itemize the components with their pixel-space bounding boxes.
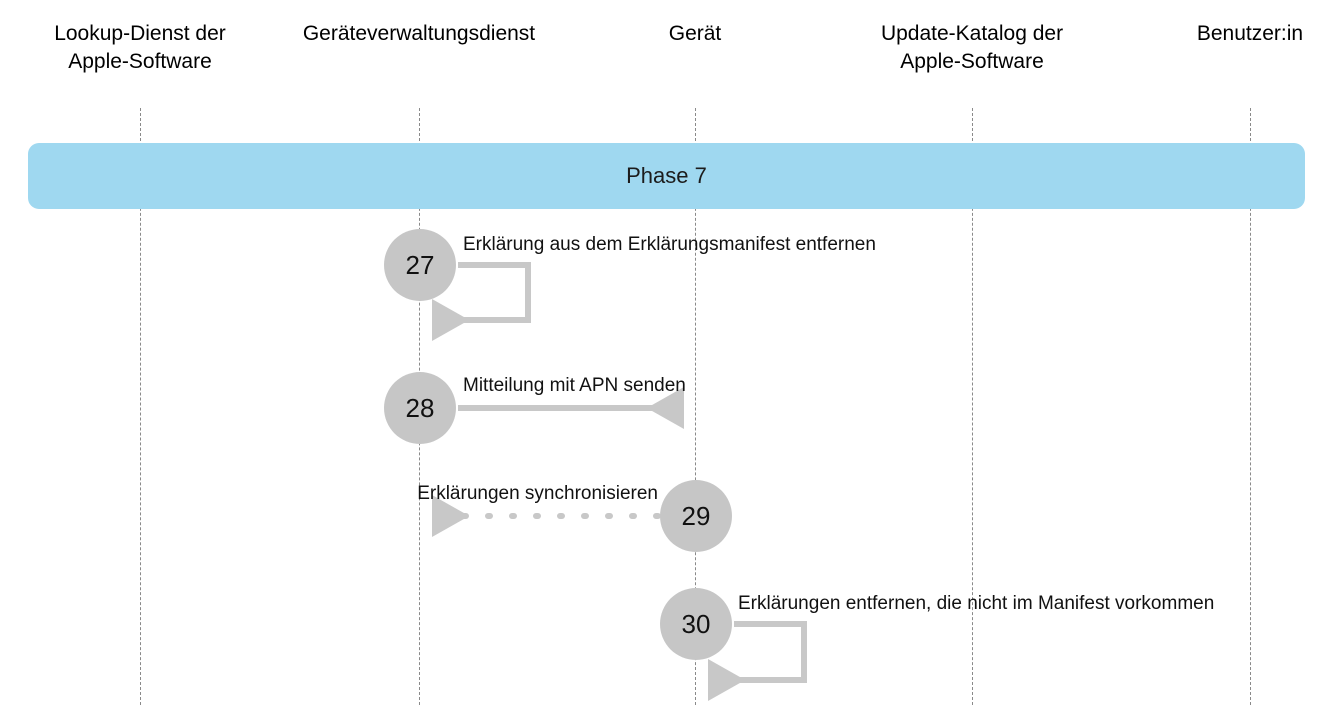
participant-catalog: Update-Katalog der Apple-Software <box>880 22 1064 73</box>
participant-device: Gerät <box>668 22 722 45</box>
participant-user: Benutzer:in <box>1196 22 1304 45</box>
lifeline-device <box>695 108 696 705</box>
lifeline-lookup <box>140 108 141 705</box>
message-label-30: Erklärungen entfernen, die nicht im Mani… <box>738 593 1215 614</box>
message-label-28: Mitteilung mit APN senden <box>463 375 686 396</box>
message-number-29[interactable]: 29 <box>660 480 732 552</box>
message-number-27[interactable]: 27 <box>384 229 456 301</box>
message-number-30[interactable]: 30 <box>660 588 732 660</box>
message-label-27: Erklärung aus dem Erklärungsmanifest ent… <box>463 234 876 255</box>
phase-banner: Phase 7 <box>28 143 1305 209</box>
message-label-29: Erklärungen synchronisieren <box>417 483 658 504</box>
lifeline-user <box>1250 108 1251 705</box>
lifeline-catalog <box>972 108 973 705</box>
participant-lookup: Lookup-Dienst der Apple-Software <box>54 22 226 73</box>
phase-banner-label: Phase 7 <box>626 163 707 188</box>
participant-mdm: Geräteverwaltungsdienst <box>302 22 536 45</box>
message-number-28[interactable]: 28 <box>384 372 456 444</box>
